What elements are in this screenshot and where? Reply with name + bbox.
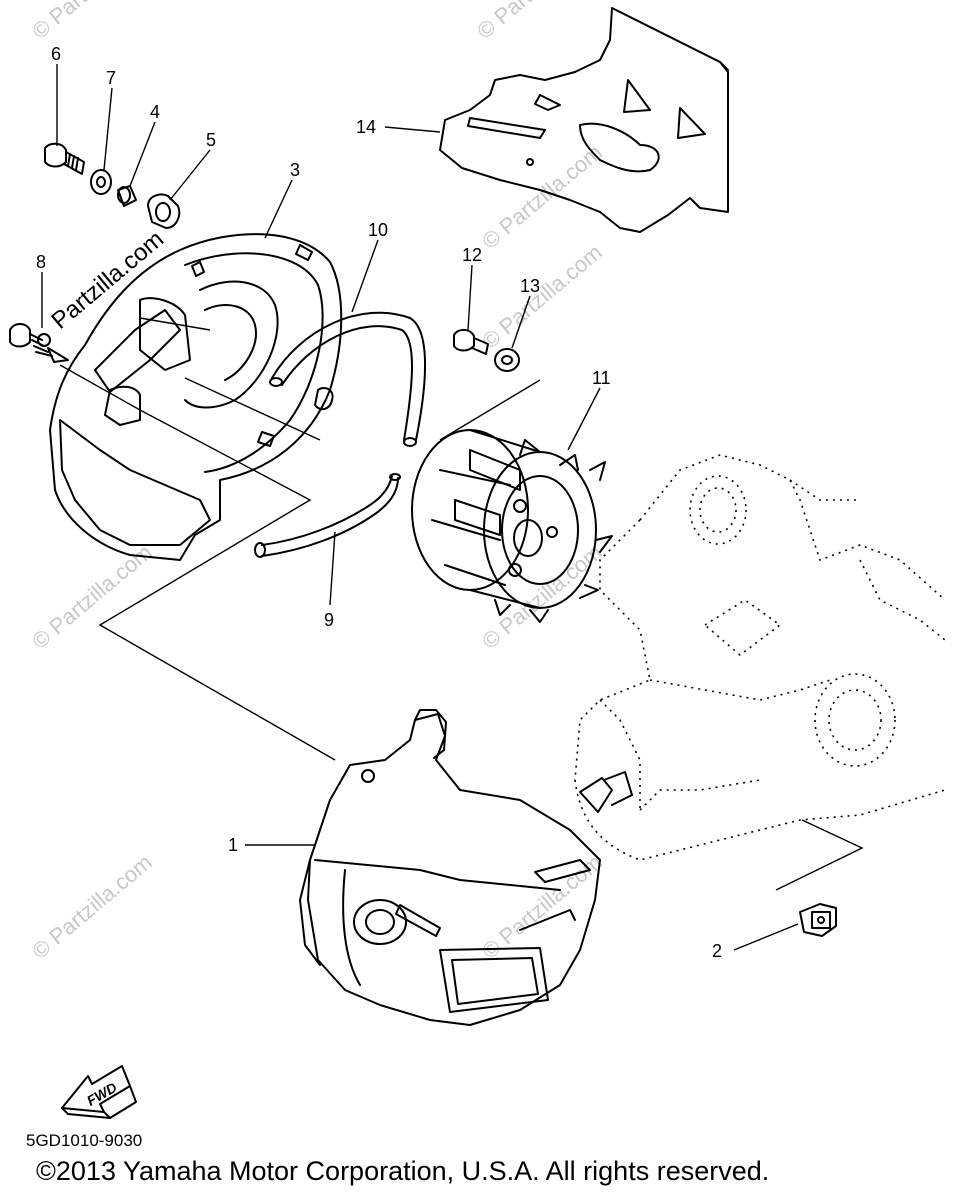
callout-9: 9	[324, 610, 334, 630]
leaders	[41, 64, 799, 951]
part-10-hose	[269, 311, 426, 447]
callouts: 6 7 4 5 3 8 14 10 12 13 11 9 1 2	[36, 44, 722, 961]
watermark: © Partzilla.com	[27, 0, 157, 44]
callout-6: 6	[51, 44, 61, 64]
callout-5: 5	[206, 130, 216, 150]
part-11-fan	[411, 429, 613, 623]
callout-3: 3	[290, 160, 300, 180]
callout-7: 7	[106, 68, 116, 88]
callout-12: 12	[462, 245, 482, 265]
part-1-shroud	[299, 709, 601, 1026]
callout-10: 10	[368, 220, 388, 240]
diagram-code: 5GD1010-9030	[26, 1131, 143, 1150]
callout-14: 14	[356, 117, 376, 137]
part-6-bolt	[44, 142, 85, 175]
callout-4: 4	[150, 102, 160, 122]
part-13-washer	[494, 348, 520, 372]
part-3-fan-cover	[49, 233, 343, 561]
watermark: © Partzilla.com	[27, 849, 157, 963]
watermark: © Partzilla.com	[477, 139, 607, 253]
callout-11: 11	[592, 368, 611, 388]
engine-crankcase	[574, 454, 946, 861]
callout-1: 1	[228, 835, 238, 855]
callout-2: 2	[712, 941, 722, 961]
watermark-dark: Partzilla.com	[47, 226, 170, 335]
assembly-guides	[59, 317, 864, 891]
part-7-washer	[90, 169, 112, 195]
part-4-collar	[117, 185, 137, 207]
callout-13: 13	[520, 276, 540, 296]
watermark: © Partzilla.com	[477, 239, 607, 353]
copyright-notice: ©2013 Yamaha Motor Corporation, U.S.A. A…	[36, 1156, 770, 1186]
part-9-hose	[254, 473, 401, 558]
callout-8: 8	[36, 252, 46, 272]
fwd-arrow-icon: FWD	[61, 1065, 137, 1119]
part-14-plate	[439, 7, 729, 233]
part-2-clip	[799, 903, 837, 937]
part-5-grommet	[147, 193, 181, 229]
part-12-bolt	[453, 328, 489, 355]
watermark: © Partzilla.com	[472, 0, 602, 44]
part-8-screw	[9, 323, 69, 363]
